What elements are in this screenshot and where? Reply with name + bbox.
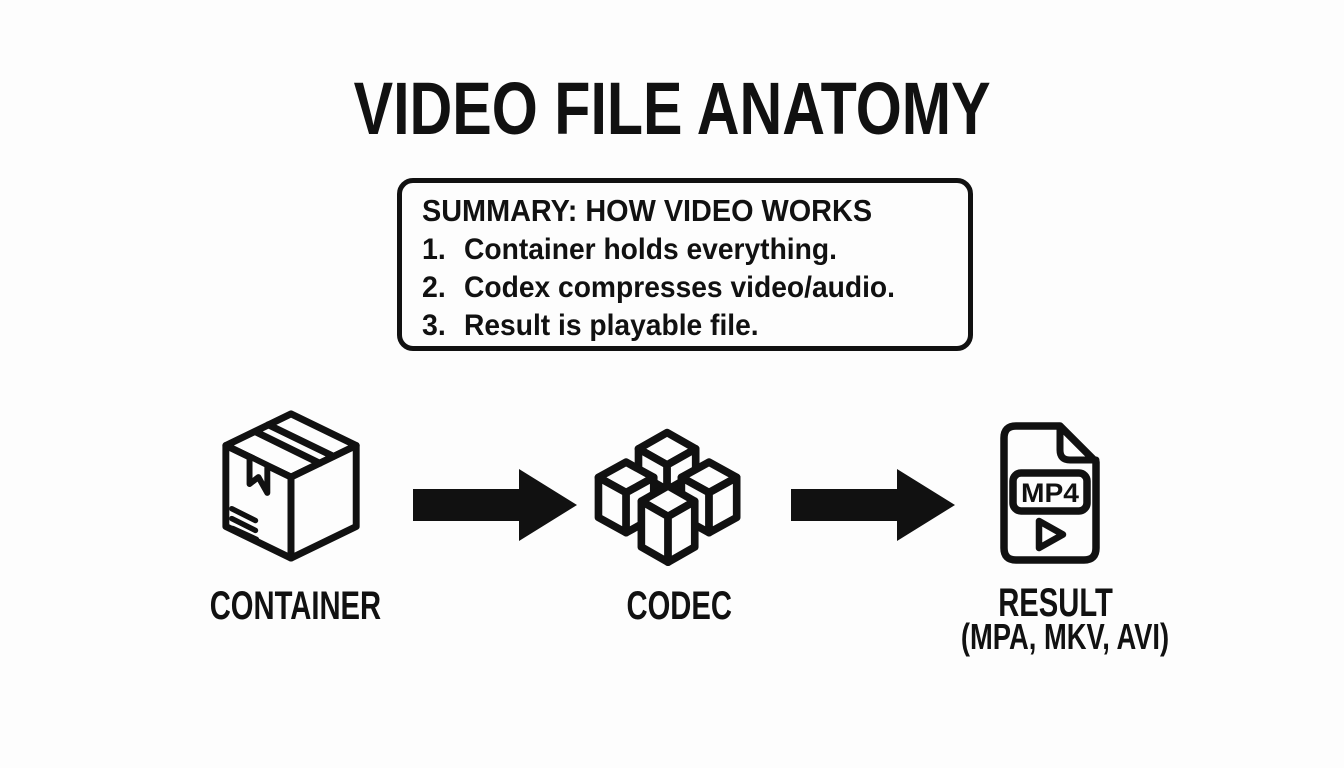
result-formats-label: (MPA, MKV, AVI) bbox=[960, 616, 1170, 657]
summary-item-text: Result is playable file. bbox=[464, 309, 759, 342]
summary-item-number: 2. bbox=[422, 271, 446, 304]
video-file-icon: MP4 bbox=[1000, 422, 1100, 564]
right-arrow-icon bbox=[413, 469, 577, 541]
right-arrow-icon bbox=[791, 469, 955, 541]
page-title: VIDEO FILE ANATOMY bbox=[0, 70, 1344, 148]
summary-item-number: 1. bbox=[422, 233, 446, 266]
summary-item-text: Codex compresses video/audio. bbox=[464, 271, 895, 304]
box-label-tag bbox=[246, 453, 271, 496]
summary-box: SUMMARY: HOW VIDEO WORKS 1. Container ho… bbox=[397, 178, 973, 351]
page-title-text: VIDEO FILE ANATOMY bbox=[353, 67, 991, 150]
summary-item-2: 2. Codex compresses video/audio. bbox=[422, 269, 950, 307]
summary-item-number: 3. bbox=[422, 309, 446, 342]
summary-item-3: 3. Result is playable file. bbox=[422, 307, 950, 345]
folded-corner bbox=[1056, 422, 1100, 464]
play-icon bbox=[1035, 517, 1067, 552]
package-box-icon bbox=[222, 410, 360, 562]
result-label: RESULT bbox=[998, 581, 1114, 625]
summary-heading: SUMMARY: HOW VIDEO WORKS bbox=[422, 193, 873, 228]
summary-item-1: 1. Container holds everything. bbox=[422, 231, 950, 269]
summary-list: 1. Container holds everything. 2. Codex … bbox=[422, 231, 950, 345]
codec-label: CODEC bbox=[626, 584, 732, 628]
container-label: CONTAINER bbox=[209, 584, 381, 628]
mp4-badge bbox=[1009, 469, 1091, 515]
mp4-badge-text: MP4 bbox=[1021, 478, 1079, 508]
codec-cubes-icon bbox=[594, 428, 741, 567]
summary-item-text: Container holds everything. bbox=[464, 233, 837, 266]
